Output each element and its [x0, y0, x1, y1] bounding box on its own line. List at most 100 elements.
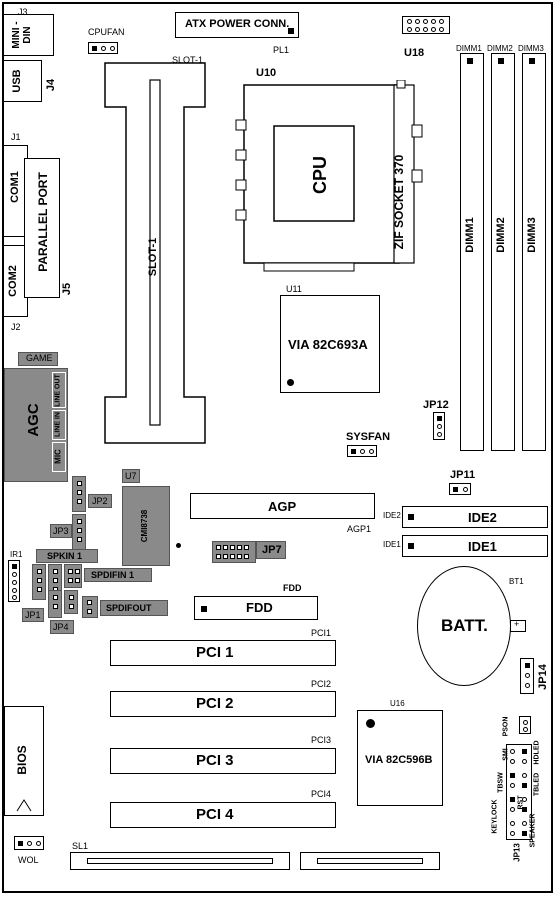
pci2-small-label: PCI2 — [311, 679, 332, 689]
j3-label: J3 — [18, 7, 28, 17]
wol-header — [14, 836, 44, 850]
battery-clip — [510, 620, 526, 632]
ide2-label: IDE2 — [468, 510, 497, 525]
dimm1-label: DIMM1 — [464, 217, 476, 253]
jp3-jumper — [72, 514, 86, 550]
hdled-label: HDLED — [533, 740, 541, 765]
u11-label: U11 — [286, 284, 302, 294]
dimm1-slot — [460, 53, 484, 451]
pl1-label: PL1 — [273, 45, 290, 55]
line-in-label: LINE IN — [54, 412, 62, 437]
ide1-connector — [402, 535, 548, 557]
audio-jacks — [4, 368, 68, 482]
batt-label: BATT. — [441, 616, 488, 635]
jp14-jumper — [520, 658, 534, 694]
agp1-label: AGP1 — [347, 524, 372, 534]
j2-label: J2 — [11, 322, 21, 332]
jp7-jumper — [212, 541, 256, 563]
sysfan-header — [347, 445, 377, 457]
pci2-label: PCI 2 — [196, 695, 234, 712]
ir1-label: IR1 — [10, 550, 23, 559]
parallel-port — [24, 158, 60, 298]
via-82c693a-chip — [280, 295, 380, 393]
zif-socket-label: ZIF SOCKET 370 — [392, 154, 406, 250]
tbled-label: TBLED — [533, 772, 541, 797]
speaker-label: SPEAKER — [529, 813, 537, 848]
line-in-jack — [52, 410, 66, 440]
jp12-jumper — [433, 412, 445, 440]
jp13-label: JP13 — [512, 843, 522, 862]
j4-label: J4 — [45, 78, 57, 92]
keylock-label: KEYLOCK — [491, 799, 499, 834]
ide1-label: IDE1 — [468, 539, 497, 554]
dimm1-top-label: DIMM1 — [456, 44, 482, 53]
usb-connector — [4, 60, 42, 102]
agp-slot — [190, 493, 375, 519]
jp7-label: JP7 — [262, 544, 282, 556]
pin1-marker — [176, 543, 181, 548]
slot1-label: SLOT-1 — [147, 237, 159, 277]
spdifin-tag — [84, 568, 152, 582]
atx-power-label: ATX POWER CONN. — [185, 18, 290, 30]
mini-din-label: MINI - DIN — [11, 21, 33, 49]
line-out-label: LINE OUT — [54, 374, 62, 407]
cpu-label: CPU — [310, 156, 330, 195]
spdifin-label: SPDIFIN 1 — [91, 570, 135, 580]
bios-notch-icon — [16, 799, 32, 812]
u18-chip — [402, 16, 450, 34]
cmi8738-chip — [122, 486, 170, 566]
mic-label: MIC — [53, 449, 63, 464]
j1-label: J1 — [11, 132, 21, 142]
u16-label: U16 — [390, 699, 405, 708]
dimm2-top-label: DIMM2 — [487, 44, 513, 53]
jp3-tag — [50, 524, 72, 538]
bios-label: BIOS — [15, 745, 29, 775]
pci4-small-label: PCI4 — [311, 789, 332, 799]
pci3-small-label: PCI3 — [311, 735, 332, 745]
u7-label: U7 — [125, 471, 137, 481]
u18-label: U18 — [404, 47, 425, 59]
cpufan-header — [88, 42, 118, 54]
mic-jack — [52, 442, 66, 472]
jp7-tag — [256, 541, 286, 559]
dimm2-slot — [491, 53, 515, 451]
u10-label: U10 — [256, 67, 277, 79]
jp12-label: JP12 — [423, 399, 449, 411]
pci4-slot — [110, 802, 336, 828]
jp2-label: JP2 — [92, 496, 108, 506]
ide1-small-label: IDE1 — [383, 540, 401, 549]
jp4-jumper-b — [64, 590, 78, 614]
fdd-label: FDD — [246, 600, 273, 615]
jp4-tag — [50, 620, 74, 634]
ide2-connector — [402, 506, 548, 528]
sl1-slot-left — [70, 852, 290, 870]
com2-label: COM2 — [7, 265, 19, 297]
tbsw-label: TBSW — [497, 772, 505, 793]
line-out-jack — [52, 372, 66, 408]
pson-label: PSON — [502, 716, 510, 737]
pci2-slot — [110, 691, 336, 717]
spdifout-label: SPDIFOUT — [106, 603, 152, 613]
spdifout-header — [82, 596, 98, 618]
via-693-label: VIA 82C693A — [288, 337, 368, 352]
game-label: GAME — [26, 353, 53, 363]
jp1-jumper-a — [32, 564, 46, 600]
parallel-port-label: PARALLEL PORT — [36, 172, 50, 272]
jp11-label: JP11 — [450, 469, 476, 481]
atx-power-connector — [175, 12, 299, 38]
j5-label: J5 — [61, 282, 73, 296]
front-panel-header — [506, 744, 532, 840]
cpu-socket — [235, 80, 423, 272]
via-82c596b-chip — [357, 710, 443, 806]
jp1-tag — [22, 608, 44, 622]
usb-label: USB — [11, 69, 23, 93]
dimm3-top-label: DIMM3 — [518, 44, 544, 53]
bios-chip — [4, 706, 44, 816]
spkin-label: SPKIN 1 — [47, 551, 83, 561]
sysfan-label: SYSFAN — [346, 431, 391, 443]
fdd-top-label: FDD — [283, 583, 302, 593]
spkin-tag — [36, 549, 98, 563]
com1-label: COM1 — [9, 171, 21, 203]
jp3-label: JP3 — [53, 526, 69, 536]
